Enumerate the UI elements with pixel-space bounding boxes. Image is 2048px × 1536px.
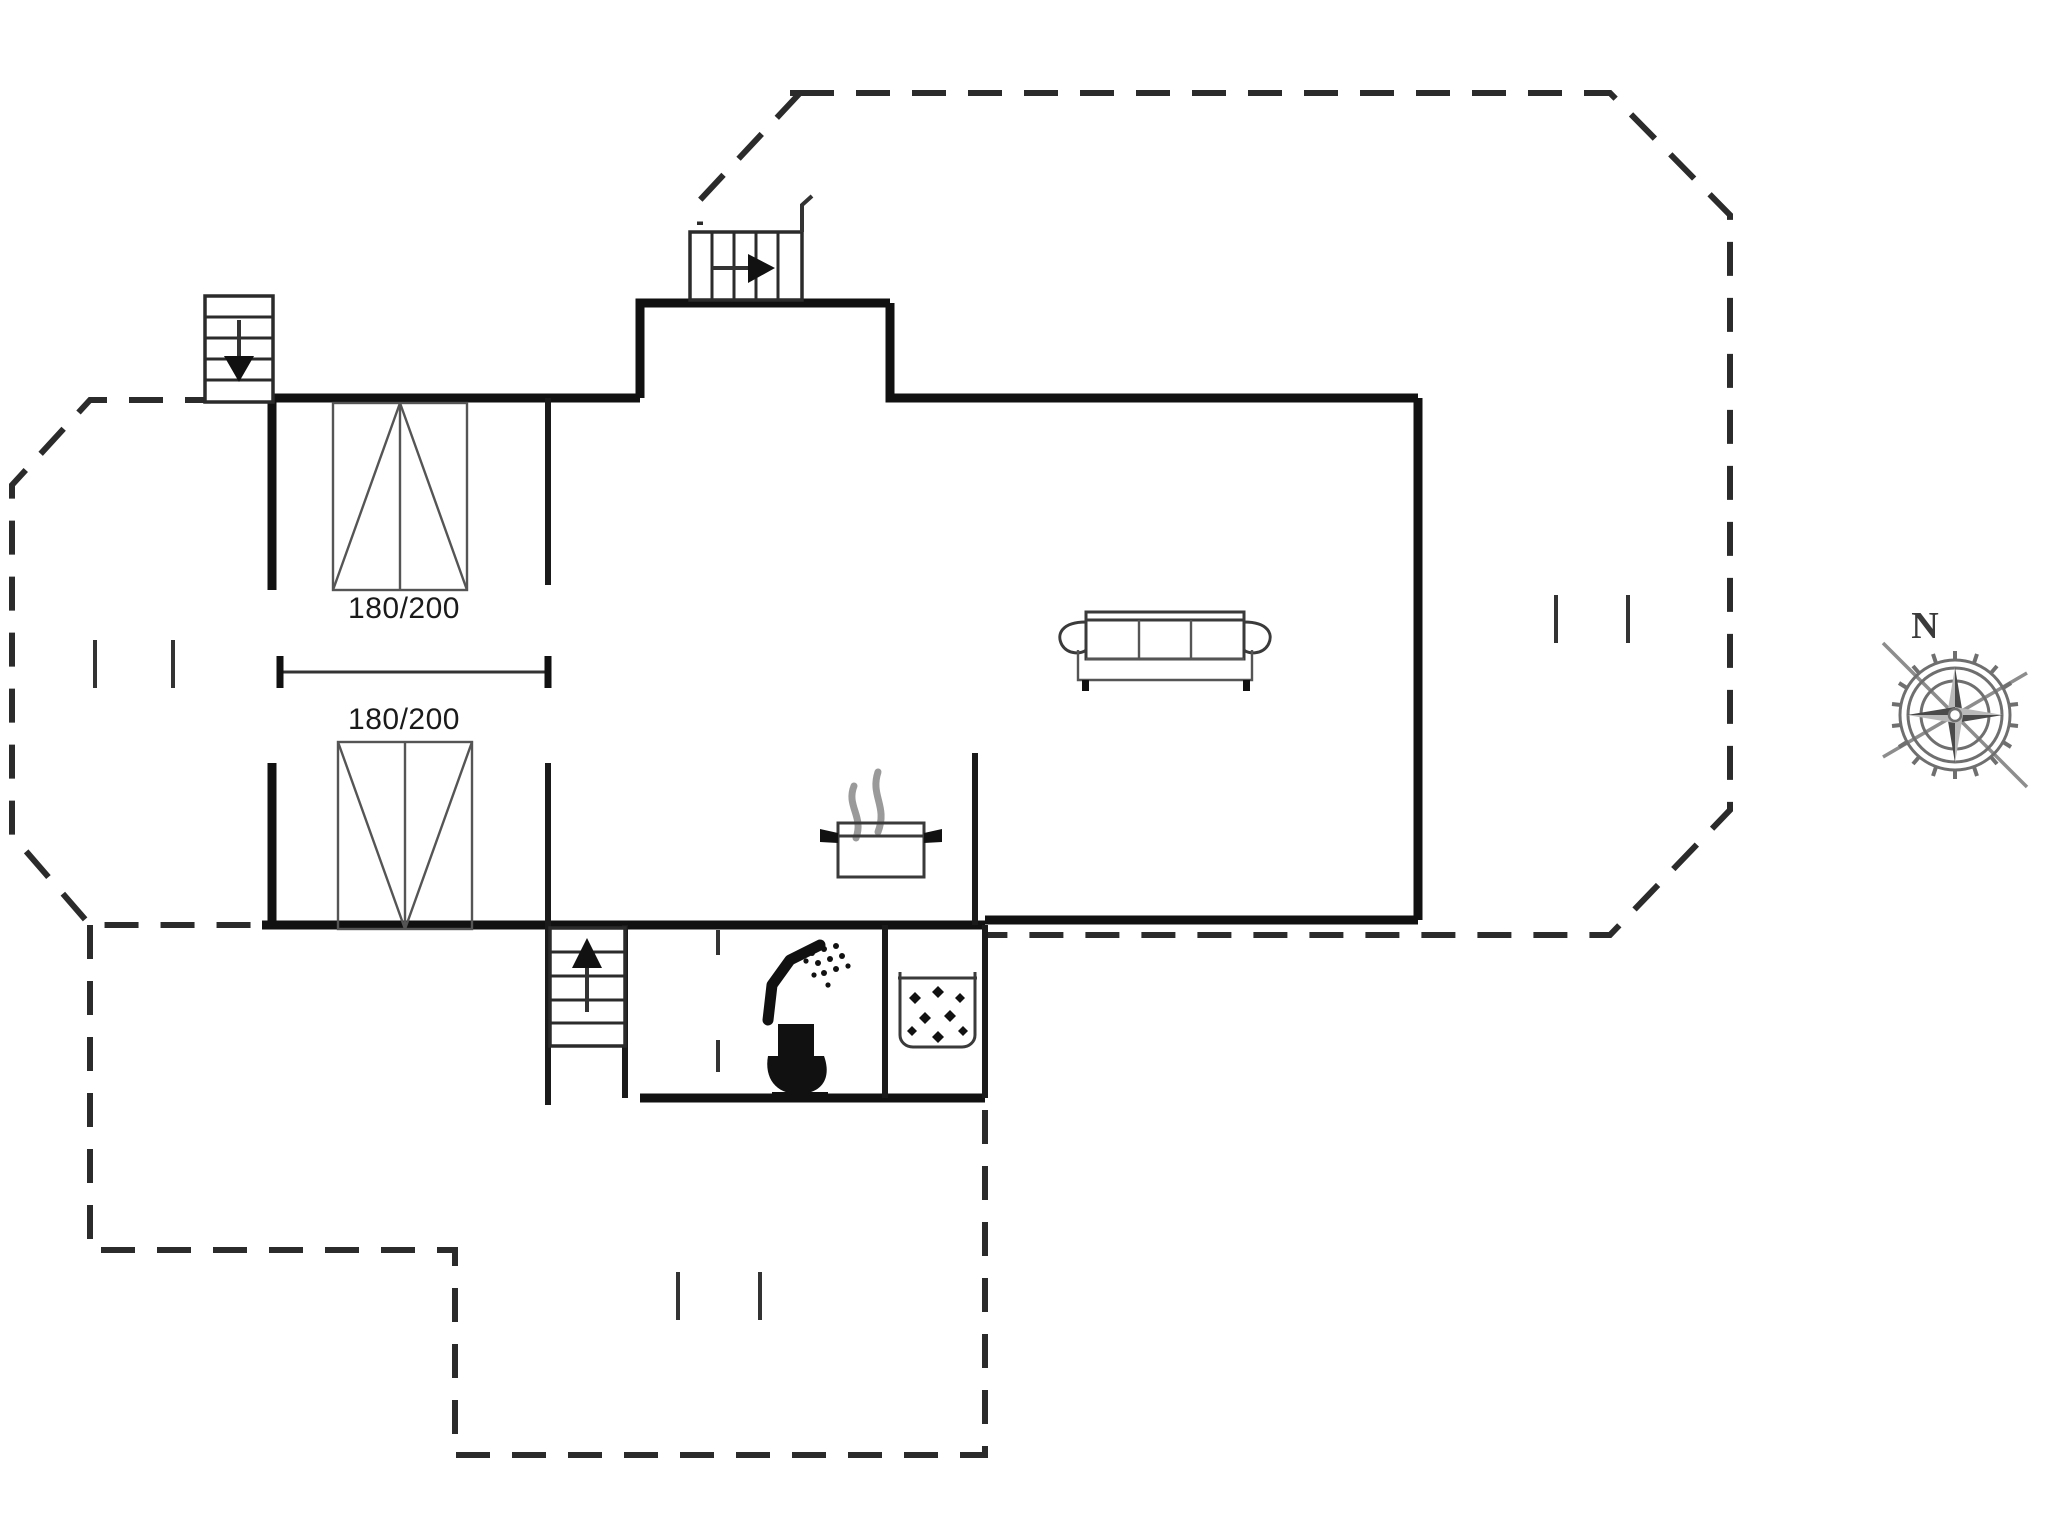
terrace-marker-left <box>93 640 175 688</box>
terrace-outline-diagonals <box>697 90 803 225</box>
toilet-icon <box>767 1024 828 1099</box>
dimension-label-bed-lower: 180/200 <box>348 703 460 736</box>
stair-entry-top <box>688 194 814 302</box>
compass-north-label: N <box>1911 605 1938 647</box>
dimension-label-bed-upper: 180/200 <box>348 592 460 625</box>
double-bed-upper <box>331 401 469 592</box>
sofa-three-seat <box>1058 610 1272 691</box>
terrace-marker-right <box>1554 595 1630 643</box>
cooking-pot-icon <box>820 768 942 879</box>
shower-head-icon <box>762 939 851 1026</box>
double-bed-lower <box>336 740 474 931</box>
stair-left-down <box>203 294 275 404</box>
dimension-line <box>276 656 552 688</box>
washing-machine-icon <box>898 972 977 1049</box>
compass-rose: N <box>1881 605 2029 789</box>
stair-bathroom-up <box>548 926 627 1048</box>
terrace-marker-bottom <box>676 1272 762 1320</box>
